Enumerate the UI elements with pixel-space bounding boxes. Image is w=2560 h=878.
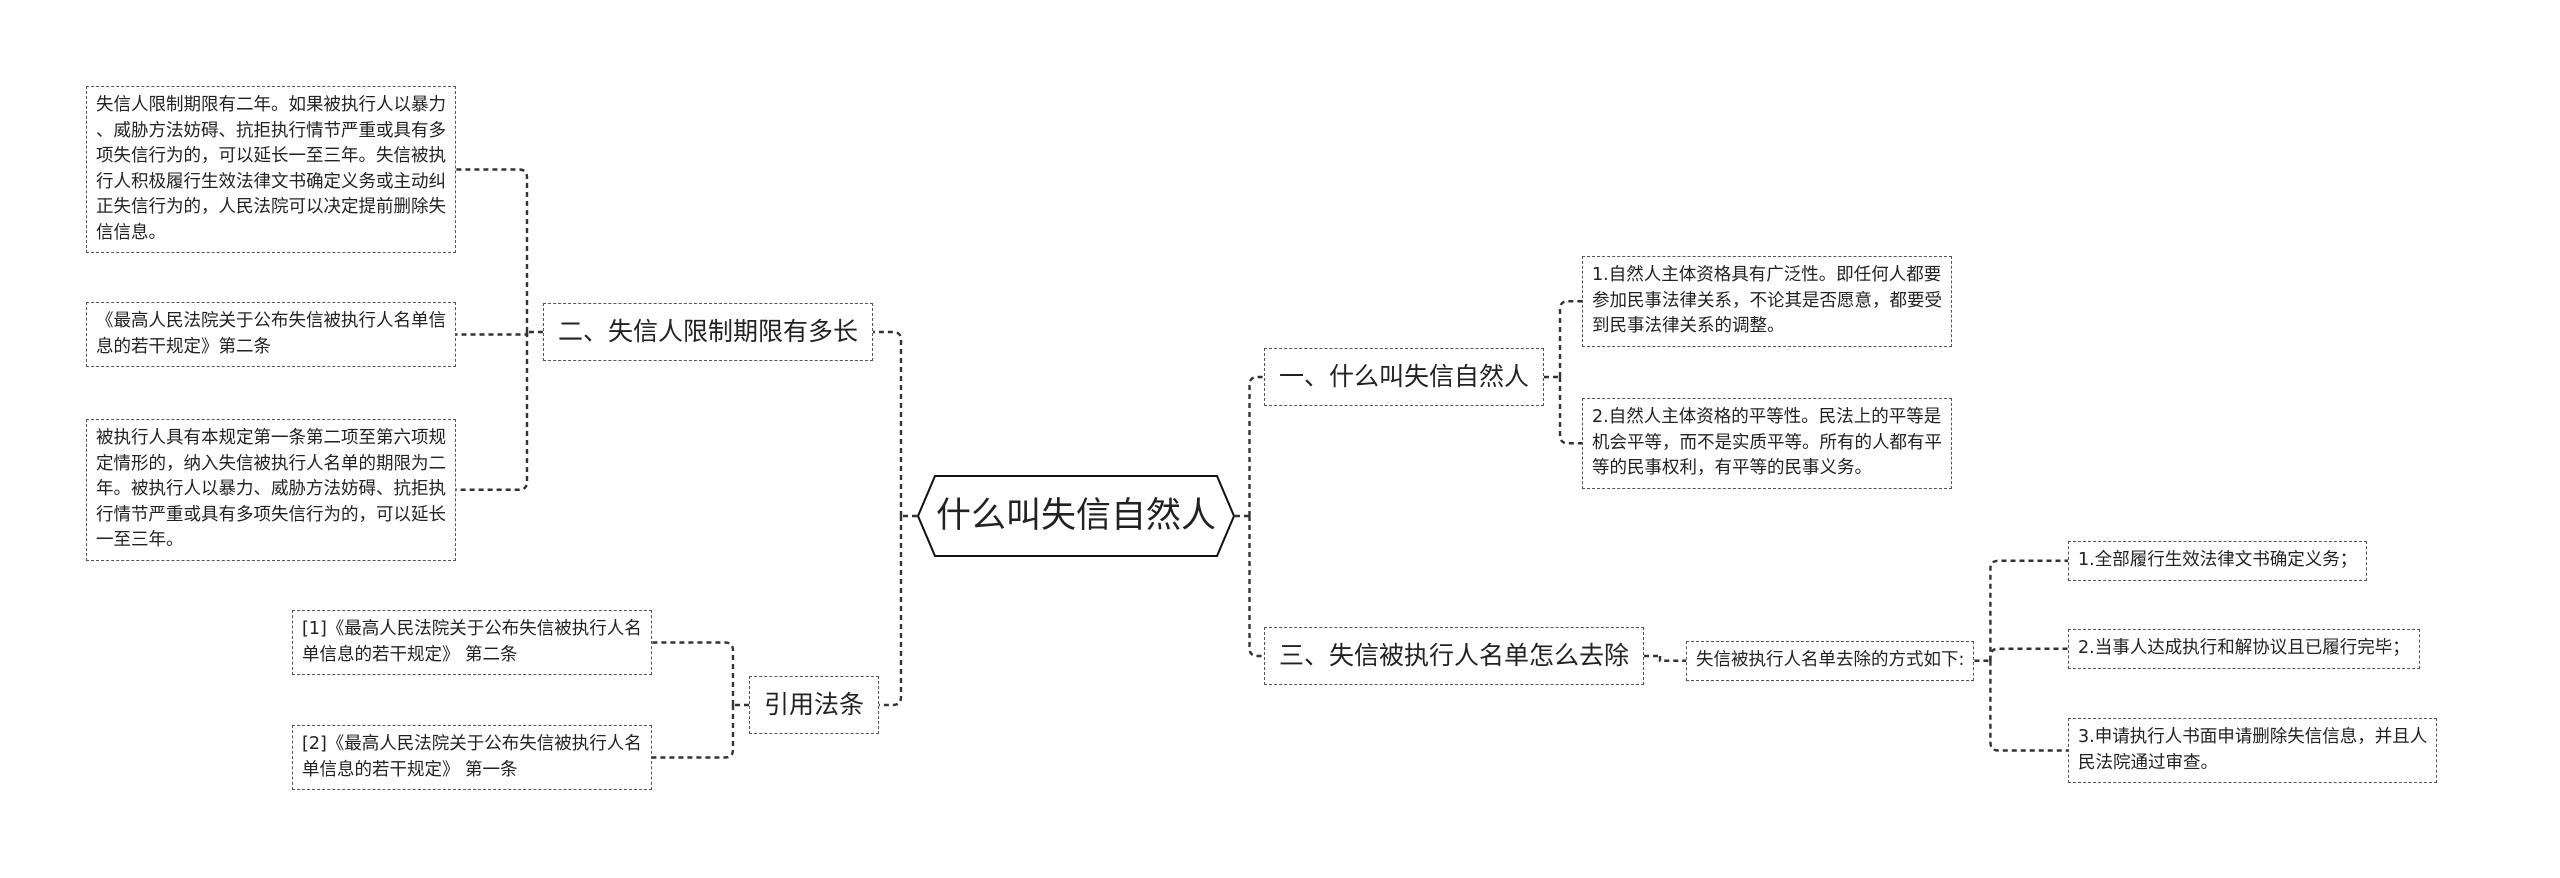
connector-branch1-link [1558,377,1582,445]
branch-what-is-dishonest-person[interactable]: 一、什么叫失信自然人 [1264,348,1545,406]
leaf-restriction-period-explanation[interactable]: 失信人限制期限有二年。如果被执行人以暴力 、威胁方法妨碍、抗拒执行情节严重或具有… [86,86,456,253]
leaf-broad-legal-capacity[interactable]: 1.自然人主体资格具有广泛性。即任何人都要 参加民事法律关系，不论其是否愿意，都… [1582,256,1952,347]
connector-root-right-link [1248,375,1264,516]
leaf-text: 失信人限制期限有二年。如果被执行人以暴力 、威胁方法妨碍、抗拒执行情节严重或具有… [96,95,446,243]
leaf-regulation-article-text[interactable]: 被执行人具有本规定第一条第二项至第六项规 定情形的，纳入失信被执行人名单的期限为… [86,419,456,561]
root-node[interactable]: 什么叫失信自然人 [917,475,1235,557]
sub-node-text: 失信被执行人名单去除的方式如下: [1696,650,1965,670]
connector-cited-link [651,705,735,759]
connector-branch2-link [456,332,529,336]
connector-branch2-link [456,332,529,491]
leaf-removal-method-2[interactable]: 2.当事人达成执行和解协议且已履行完毕； [2068,629,2420,669]
leaf-text: [1]《最高人民法院关于公布失信被执行人名 单信息的若干规定》 第二条 [302,619,642,665]
connector-methods-link [1989,559,2068,661]
branch-cited-laws[interactable]: 引用法条 [749,676,880,734]
branch-label: 引用法条 [764,690,865,719]
connector-branch1-link [1558,300,1582,377]
root-label: 什么叫失信自然人 [935,496,1216,536]
leaf-citation-2[interactable]: [2]《最高人民法院关于公布失信被执行人名 单信息的若干规定》 第一条 [292,725,652,790]
leaf-text: [2]《最高人民法院关于公布失信被执行人名 单信息的若干规定》 第一条 [302,734,642,780]
leaf-text: 《最高人民法院关于公布失信被执行人名单信 息的若干规定》第二条 [96,311,446,357]
leaf-citation-1[interactable]: [1]《最高人民法院关于公布失信被执行人名 单信息的若干规定》 第二条 [292,610,652,675]
connector-methods-link [1989,660,2068,752]
root-hexagon-shape [917,475,1235,557]
connector-methods-link [1989,647,2068,661]
connector-root-left-link [879,516,903,707]
branch-restriction-period[interactable]: 二、失信人限制期限有多长 [543,303,874,361]
leaf-text: 被执行人具有本规定第一条第二项至第六项规 定情形的，纳入失信被执行人名单的期限为… [96,428,446,550]
leaf-equal-legal-capacity[interactable]: 2.自然人主体资格的平等性。民法上的平等是 机会平等，而不是实质平等。所有的人都… [1582,398,1952,489]
leaf-regulation-article-2[interactable]: 《最高人民法院关于公布失信被执行人名单信 息的若干规定》第二条 [86,302,456,367]
branch-label: 三、失信被执行人名单怎么去除 [1279,641,1630,670]
leaf-text: 3.申请执行人书面申请删除失信信息，并且人 民法院通过审查。 [2078,727,2428,773]
branch-label: 二、失信人限制期限有多长 [558,317,859,346]
connector-cited-link [651,641,735,705]
sub-node-removal-methods[interactable]: 失信被执行人名单去除的方式如下: [1686,641,1975,681]
connector-branch3-link [1658,656,1686,662]
leaf-text: 2.当事人达成执行和解协议且已履行完毕； [2078,638,2410,658]
leaf-removal-method-1[interactable]: 1.全部履行生效法律文书确定义务； [2068,541,2368,581]
connector-branch2-link [456,168,529,332]
branch-how-to-remove-from-list[interactable]: 三、失信被执行人名单怎么去除 [1264,627,1645,685]
leaf-text: 1.全部履行生效法律文书确定义务； [2078,550,2358,570]
connector-root-right-link [1248,516,1264,658]
leaf-text: 2.自然人主体资格的平等性。民法上的平等是 机会平等，而不是实质平等。所有的人都… [1592,407,1942,478]
connector-root-left-link [873,330,903,516]
leaf-text: 1.自然人主体资格具有广泛性。即任何人都要 参加民事法律关系，不论其是否愿意，都… [1592,265,1942,336]
branch-label: 一、什么叫失信自然人 [1279,362,1530,391]
leaf-removal-method-3[interactable]: 3.申请执行人书面申请删除失信信息，并且人 民法院通过审查。 [2068,718,2438,783]
